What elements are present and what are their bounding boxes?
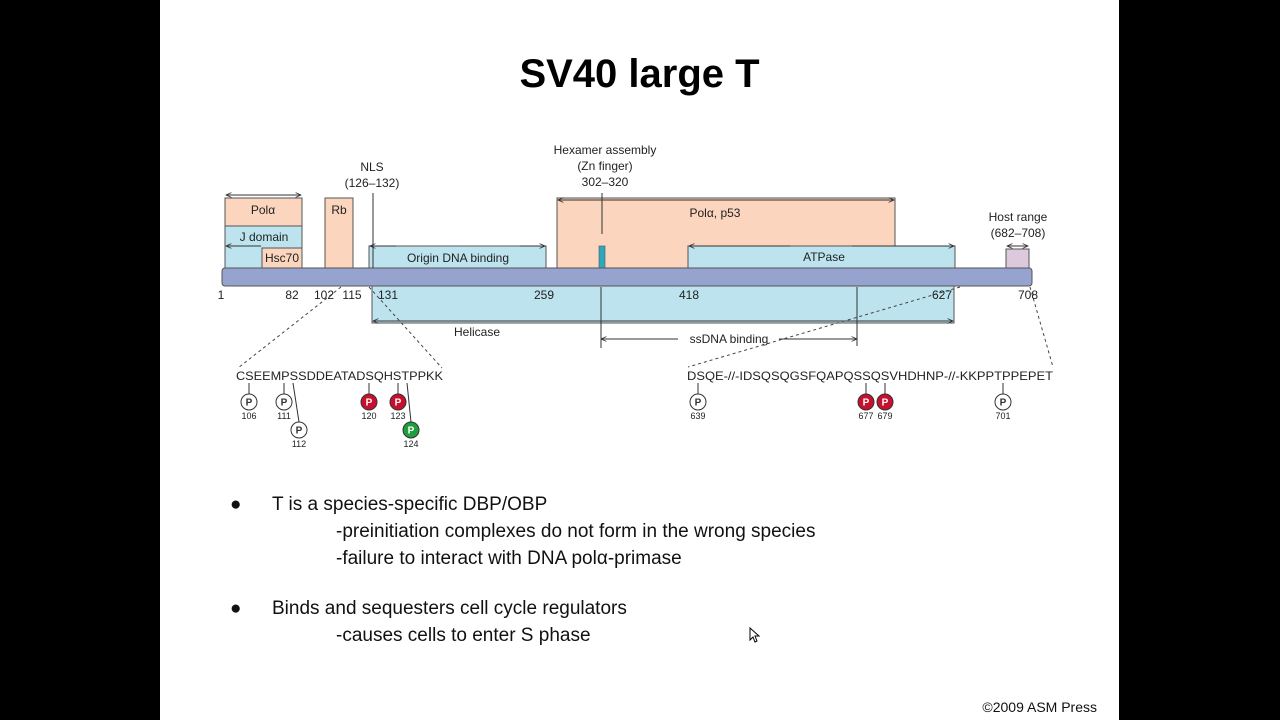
hexamer-range-label: 302–320 <box>582 175 629 189</box>
phospho-site-679: P 679 <box>876 383 894 421</box>
mouse-cursor-icon <box>749 627 761 643</box>
bullet-sub-item: -causes cells to enter S phase <box>336 625 591 646</box>
phospho-circle <box>857 393 875 411</box>
phospho-letter: P <box>863 398 870 409</box>
right-zoom-dashed-line-a <box>687 286 961 368</box>
phospho-position-label: 679 <box>877 411 892 421</box>
phospho-connector <box>406 382 412 423</box>
phospho-letter: P <box>246 398 253 409</box>
left-zoom-dashed-line-a <box>237 286 342 369</box>
copyright-notice: ©2009 ASM Press <box>982 699 1097 715</box>
left-phospho-sequence: CSEEMPSSDDEATADSQHSTPPKK <box>236 369 443 383</box>
phospho-letter: P <box>695 398 702 409</box>
phospho-letter: P <box>281 398 288 409</box>
rb-box <box>324 197 354 269</box>
tick-label: 259 <box>534 288 554 302</box>
phospho-site-701: P 701 <box>994 383 1012 421</box>
phospho-circle <box>389 393 407 411</box>
bullet-text: T is a species-specific DBP/OBP <box>272 494 548 515</box>
bullet-text: Binds and sequesters cell cycle regulato… <box>272 598 627 619</box>
host-range-label: Host range <box>989 210 1048 224</box>
phospho-site-111: P 111 <box>275 383 293 421</box>
phospho-site-106: P 106 <box>240 383 258 421</box>
phospho-site-123: P 123 <box>389 383 407 421</box>
tick-label: 131 <box>378 288 398 302</box>
sv40-large-t-domain-diagram: Polα J domain Hsc70 Rb NLS (126–132) Hex… <box>218 143 1054 449</box>
phospho-circle <box>360 393 378 411</box>
host-range-positions-label: (682–708) <box>991 226 1046 240</box>
pola-label: Polα <box>251 203 275 217</box>
bullet-dot: ● <box>230 598 242 619</box>
right-phospho-sequence: DSQE-//-IDSQSQGSFQAPQSSQSVHDHNP-//-KKPPT… <box>687 369 1054 383</box>
bullet-sub-item: -failure to interact with DNA polα-prima… <box>336 548 682 569</box>
pola-p53-label: Polα, p53 <box>690 206 741 220</box>
host-range-box <box>1005 248 1030 269</box>
phospho-circle <box>876 393 894 411</box>
phospho-circle <box>290 421 308 439</box>
phospho-circle <box>994 393 1012 411</box>
ssdna-binding-label: ssDNA binding <box>690 332 769 346</box>
hsc70-label: Hsc70 <box>265 251 299 265</box>
bullet-item: ● Binds and sequesters cell cycle regula… <box>160 598 1119 624</box>
atpase-label: ATPase <box>803 250 845 264</box>
right-zoom-dashed-line-b <box>1029 286 1054 368</box>
tick-label: 708 <box>1018 288 1038 302</box>
phospho-position-label: 677 <box>858 411 873 421</box>
phospho-site-124: P 124 <box>402 382 420 449</box>
phospho-circle <box>402 421 420 439</box>
protein-backbone <box>221 267 1033 287</box>
tick-label: 115 <box>342 288 361 302</box>
bullet-sub-item: -preinitiation complexes do not form in … <box>336 521 816 542</box>
phospho-letter: P <box>366 398 373 409</box>
phospho-circle <box>240 393 258 411</box>
left-zoom-dashed-line-b <box>368 286 443 369</box>
phospho-position-label: 124 <box>403 439 418 449</box>
tick-label: 102 <box>314 288 334 302</box>
jdomain-label: J domain <box>240 230 289 244</box>
phospho-position-label: 120 <box>361 411 376 421</box>
zn-finger-box <box>598 245 606 269</box>
nls-range-label: (126–132) <box>345 176 400 190</box>
phospho-circle <box>689 393 707 411</box>
slide: SV40 large T <box>160 0 1119 720</box>
slide-title: SV40 large T <box>519 52 760 96</box>
phospho-connector <box>292 382 300 423</box>
bullet-item: ● T is a species-specific DBP/OBP <box>160 494 1119 520</box>
tick-label: 418 <box>679 288 699 302</box>
helicase-label: Helicase <box>454 325 500 339</box>
nls-label: NLS <box>360 160 383 174</box>
phospho-letter: P <box>296 426 303 437</box>
rb-label: Rb <box>331 203 347 217</box>
tick-label: 1 <box>218 288 225 302</box>
tick-label: 82 <box>285 288 299 302</box>
pola-domain-box <box>224 197 303 227</box>
origin-dna-binding-label: Origin DNA binding <box>407 251 509 265</box>
phospho-position-label: 639 <box>690 411 705 421</box>
phospho-position-label: 106 <box>241 411 256 421</box>
zn-finger-label: (Zn finger) <box>577 159 632 173</box>
helicase-box <box>371 284 955 324</box>
phospho-position-label: 112 <box>292 439 306 449</box>
phospho-letter: P <box>1000 398 1007 409</box>
phospho-letter: P <box>395 398 402 409</box>
phospho-site-112: P 112 <box>290 382 308 449</box>
phospho-letter: P <box>882 398 889 409</box>
phospho-position-label: 111 <box>277 411 291 421</box>
hexamer-assembly-label: Hexamer assembly <box>554 143 657 157</box>
phospho-letter: P <box>408 426 415 437</box>
phospho-site-677: P 677 <box>857 383 875 421</box>
tick-label: 627 <box>932 288 952 302</box>
phospho-circle <box>275 393 293 411</box>
phospho-position-label: 123 <box>390 411 405 421</box>
phospho-site-639: P 639 <box>689 383 707 421</box>
phospho-site-120: P 120 <box>360 383 378 421</box>
bullet-dot: ● <box>230 494 242 515</box>
phospho-position-label: 701 <box>995 411 1010 421</box>
